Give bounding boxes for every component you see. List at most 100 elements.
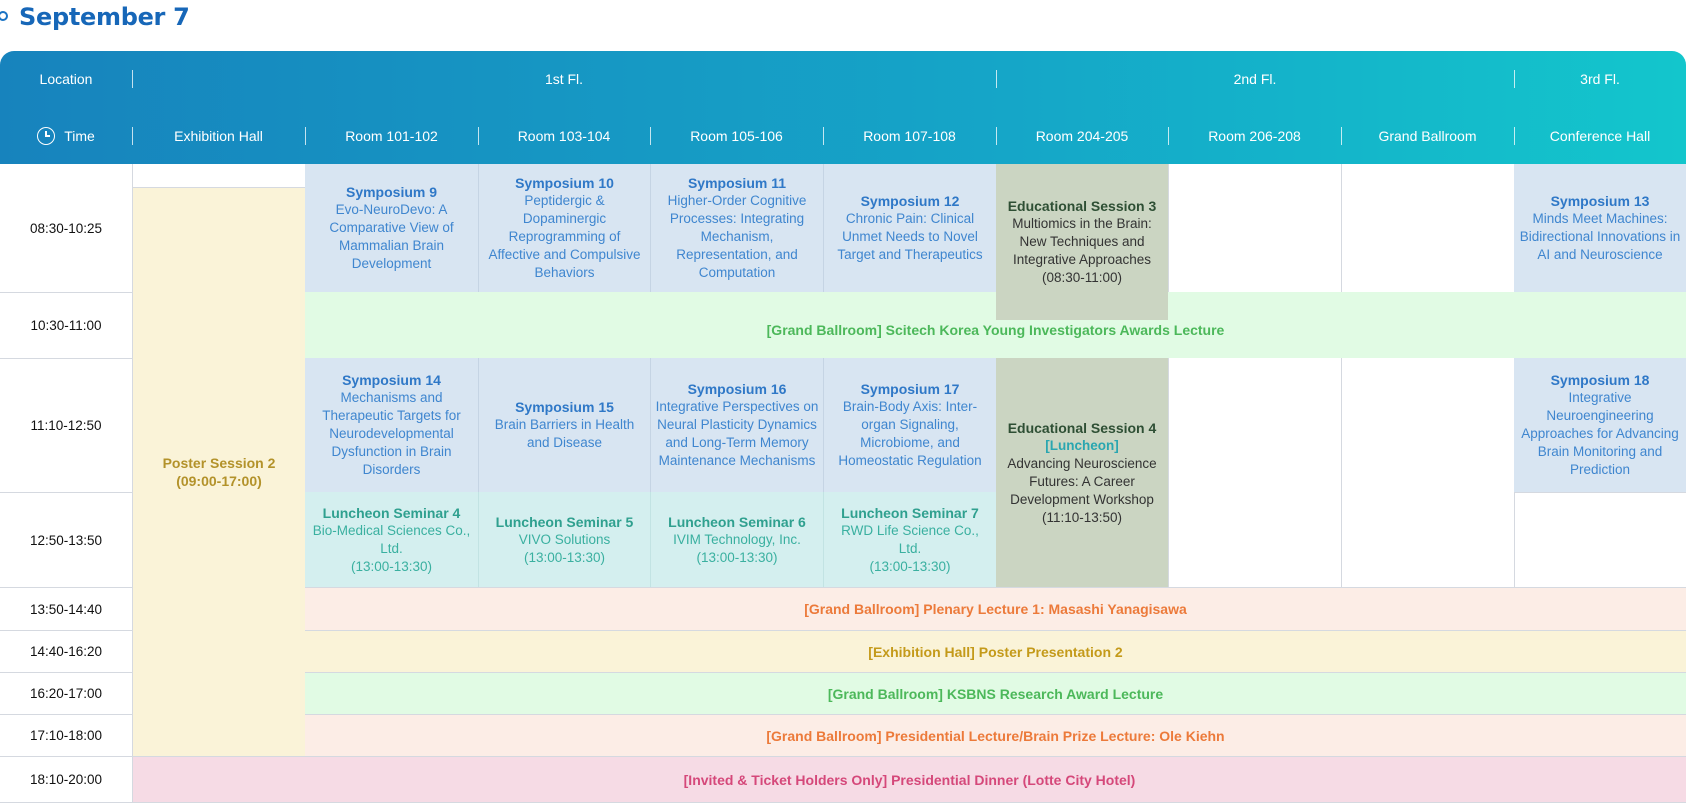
time-slot: 08:30-10:25: [0, 164, 132, 292]
symposium-15[interactable]: Symposium 15 Brain Barriers in Health an…: [478, 358, 650, 492]
page-title: September 7: [19, 3, 190, 31]
session-desc: Integrative Perspectives on Neural Plast…: [655, 399, 819, 468]
session-title: Educational Session 3: [1007, 198, 1157, 214]
grid-line: [0, 587, 1686, 588]
grid-line: [0, 672, 1686, 673]
luncheon-seminar-4[interactable]: Luncheon Seminar 4 Bio-Medical Sciences …: [305, 492, 478, 587]
luncheon-seminar-7[interactable]: Luncheon Seminar 7 RWD Life Science Co.,…: [823, 492, 996, 587]
grid-line: [132, 164, 133, 803]
header-divider: [1341, 127, 1342, 145]
young-investigators-awards-lecture[interactable]: [Grand Ballroom] Scitech Korea Young Inv…: [305, 292, 1686, 358]
header-divider: [996, 70, 997, 88]
symposium-14[interactable]: Symposium 14 Mechanisms and Therapeutic …: [305, 358, 478, 492]
session-title: Symposium 11: [687, 175, 787, 191]
room-exhibition-hall: Exhibition Hall: [174, 127, 263, 144]
session-title: Symposium 13: [1550, 193, 1650, 209]
symposium-11[interactable]: Symposium 11 Higher-Order Cognitive Proc…: [650, 164, 823, 292]
session-desc: Brain Barriers in Health and Disease: [494, 417, 635, 450]
grid-line: [1168, 164, 1169, 292]
time-slot: 10:30-11:00: [0, 293, 132, 358]
grid-line: [1341, 164, 1342, 292]
grid-line: [0, 358, 132, 359]
session-title: [Exhibition Hall] Poster Presentation 2: [868, 643, 1123, 660]
session-title: Poster Session 2: [162, 455, 276, 471]
room-grand-ballroom: Grand Ballroom: [1378, 127, 1477, 144]
session-title: Luncheon Seminar 5: [495, 513, 634, 530]
room-204-205: Room 204-205: [1035, 127, 1129, 144]
session-title: Luncheon Seminar 4: [322, 504, 461, 521]
poster-session-2[interactable]: Poster Session 2 (09:00-17:00): [133, 188, 305, 756]
symposium-13[interactable]: Symposium 13 Minds Meet Machines: Bidire…: [1514, 164, 1686, 292]
session-time: (13:00-13:30): [523, 549, 606, 565]
grid-line: [0, 492, 132, 493]
session-title: Luncheon Seminar 6: [668, 513, 806, 530]
session-title: [Grand Ballroom] Presidential Lecture/Br…: [766, 727, 1225, 744]
time-slot: 13:50-14:40: [0, 588, 132, 630]
room-107-108: Room 107-108: [863, 127, 956, 144]
floor-3rd: 3rd Fl.: [1580, 71, 1620, 87]
time-slot: 11:10-12:50: [0, 359, 132, 492]
session-time: (13:00-13:30): [696, 549, 778, 565]
room-105-106: Room 105-106: [690, 127, 783, 144]
room-103-104: Room 103-104: [517, 127, 611, 144]
luncheon-seminar-5[interactable]: Luncheon Seminar 5 VIVO Solutions (13:00…: [478, 492, 650, 587]
grid-line: [0, 292, 132, 293]
header-divider: [305, 127, 306, 145]
educational-session-4[interactable]: Educational Session 4 [Luncheon] Advanci…: [996, 358, 1168, 587]
session-desc: Mechanisms and Therapeutic Targets for N…: [322, 390, 461, 477]
header-divider: [1168, 127, 1169, 145]
grid-line: [0, 630, 1686, 631]
session-desc: Evo-NeuroDevo: A Comparative View of Mam…: [329, 202, 454, 271]
room-conference-hall: Conference Hall: [1549, 127, 1651, 144]
grid-line: [132, 187, 305, 188]
session-desc: VIVO Solutions: [518, 531, 611, 547]
session-desc: IVIM Technology, Inc.: [673, 531, 801, 547]
presidential-dinner[interactable]: [Invited & Ticket Holders Only] Presiden…: [133, 757, 1686, 802]
session-desc: Chronic Pain: Clinical Unmet Needs to No…: [837, 211, 983, 262]
session-title: [Invited & Ticket Holders Only] Presiden…: [683, 771, 1136, 788]
session-desc: Minds Meet Machines: Bidirectional Innov…: [1519, 211, 1681, 262]
time-slot: 12:50-13:50: [0, 493, 132, 587]
schedule-grid: 08:30-10:25 10:30-11:00 11:10-12:50 12:5…: [0, 164, 1686, 803]
session-desc: RWD Life Science Co., Ltd.: [841, 522, 979, 556]
session-tag: [Luncheon]: [1045, 437, 1119, 453]
page-title-row: September 7: [0, 0, 190, 34]
luncheon-seminar-6[interactable]: Luncheon Seminar 6 IVIM Technology, Inc.…: [650, 492, 823, 587]
session-desc: Higher-Order Cognitive Processes: Integr…: [667, 193, 807, 280]
educational-session-3-extension: [996, 292, 1168, 320]
session-title: Educational Session 4: [1007, 419, 1157, 436]
session-desc: Integrative Neuroengineering Approaches …: [1521, 390, 1679, 477]
time-header: Time: [0, 107, 132, 164]
grid-line: [1514, 492, 1686, 493]
session-title: [Grand Ballroom] Plenary Lecture 1: Masa…: [804, 601, 1187, 617]
session-time: (09:00-17:00): [176, 473, 262, 489]
poster-presentation-2[interactable]: [Exhibition Hall] Poster Presentation 2: [305, 631, 1686, 672]
floor-1st: 1st Fl.: [544, 71, 584, 87]
symposium-10[interactable]: Symposium 10 Peptidergic & Dopaminergic …: [478, 164, 650, 292]
ksbns-research-award-lecture[interactable]: [Grand Ballroom] KSBNS Research Award Le…: [305, 673, 1686, 714]
header-divider: [478, 127, 479, 145]
session-title: [Grand Ballroom] KSBNS Research Award Le…: [827, 685, 1164, 702]
grid-line: [1168, 358, 1169, 587]
clock-icon: [37, 126, 56, 145]
session-title: Symposium 10: [515, 175, 614, 191]
symposium-18[interactable]: Symposium 18 Integrative Neuroengineerin…: [1514, 358, 1686, 492]
symposium-9[interactable]: Symposium 9 Evo-NeuroDevo: A Comparative…: [305, 164, 478, 292]
session-title: Symposium 12: [860, 193, 960, 209]
grid-line: [0, 756, 1686, 757]
plenary-lecture-1[interactable]: [Grand Ballroom] Plenary Lecture 1: Masa…: [305, 588, 1686, 630]
header-divider: [650, 127, 651, 145]
session-title: Symposium 17: [860, 381, 960, 397]
symposium-16[interactable]: Symposium 16 Integrative Perspectives on…: [650, 358, 823, 492]
symposium-17[interactable]: Symposium 17 Brain-Body Axis: Inter-orga…: [823, 358, 996, 492]
header-divider: [132, 70, 133, 88]
header-divider: [1514, 127, 1515, 145]
symposium-12[interactable]: Symposium 12 Chronic Pain: Clinical Unme…: [823, 164, 996, 292]
room-101-102: Room 101-102: [345, 127, 438, 144]
session-title: Symposium 16: [687, 381, 787, 397]
header-divider: [823, 127, 824, 145]
session-time: (13:00-13:30): [350, 558, 433, 574]
session-desc: Bio-Medical Sciences Co., Ltd.: [312, 522, 471, 556]
session-time: (11:10-13:50): [1041, 509, 1123, 525]
presidential-lecture[interactable]: [Grand Ballroom] Presidential Lecture/Br…: [305, 715, 1686, 756]
